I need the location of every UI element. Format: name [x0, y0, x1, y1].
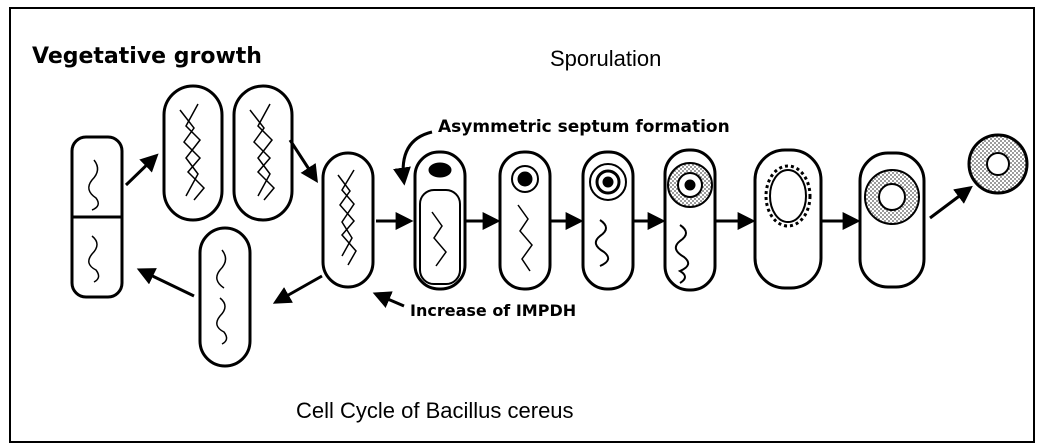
mature-spore-cell: [860, 153, 924, 287]
asymmetric-septum-label: Asymmetric septum formation: [438, 117, 730, 137]
engulfment-stage-cell: [500, 152, 550, 289]
elongated-cell-1: [164, 86, 222, 220]
free-spore: [969, 135, 1027, 193]
coat-stage-cell: [755, 150, 821, 288]
elongated-cell-2: [234, 86, 292, 220]
septum-stage-cell: [415, 152, 465, 289]
diagram-caption: Cell Cycle of Bacillus cereus: [296, 398, 574, 423]
cortex-stage-cell: [665, 150, 715, 290]
rod-cell: [323, 153, 373, 287]
vegetative-growth-label: Vegetative growth: [32, 44, 262, 69]
forespore-stage-cell: [583, 152, 633, 289]
sporulation-label: Sporulation: [550, 46, 661, 71]
returning-cell: [200, 228, 250, 366]
impdh-label: Increase of IMPDH: [410, 301, 576, 320]
dividing-cell: [72, 137, 122, 297]
